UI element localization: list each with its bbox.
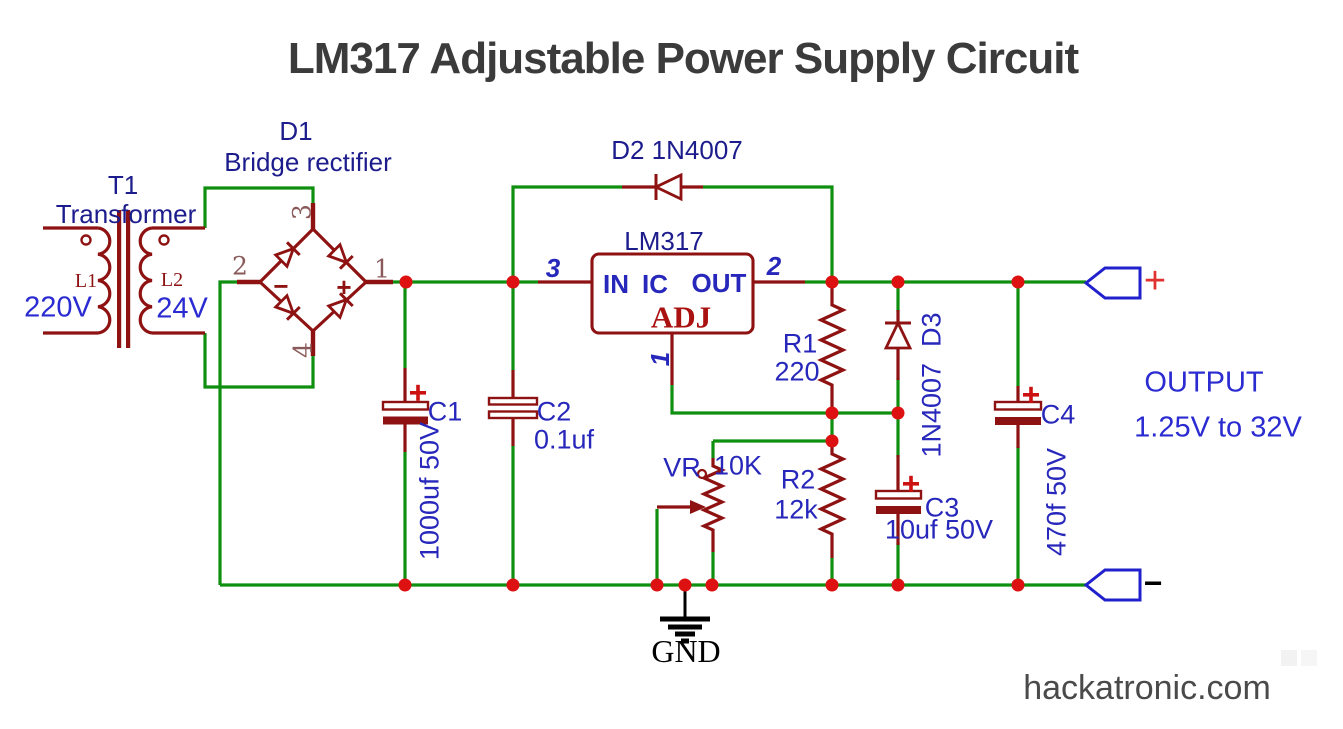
bridge-name: Bridge rectifier [224,147,392,177]
secondary-winding-label: L2 [160,269,184,291]
core-bar-left [117,210,122,348]
r2-ref: R2 [780,464,816,495]
lm317-body [590,252,755,335]
c1-ref: C1 [427,396,463,427]
wire-d2-right [703,185,834,282]
wires [203,185,1086,587]
bridge-rectifier-symbol [237,203,393,356]
lm317-pin-out: OUT [691,268,747,298]
c2-ref: C2 [536,396,572,427]
c2-plate-top [487,396,539,406]
bridge-diode-lower-right [326,292,354,320]
wire-minus-drop [218,280,237,585]
vr-value: 10K [713,450,763,481]
bridge-plus-sign: + [336,272,352,302]
wire-d2-left [511,185,622,282]
c3-plus-sign [903,475,919,492]
d2-label: D2 1N4007 [611,135,743,165]
vr-ring [696,468,708,480]
bridge-ref: D1 [279,116,313,146]
d3-label: 1N4007 D3 [916,312,947,458]
primary-winding [97,226,112,335]
output-terminal-negative [1083,568,1142,602]
vr-ref: VR [663,452,701,483]
junction-dots [398,275,1025,592]
secondary-voltage: 24V [156,292,208,325]
lm317-pin-adj: ADJ [650,299,712,335]
page-title: LM317 Adjustable Power Supply Circuit [287,34,1079,83]
transformer-ref: T1 [107,170,139,200]
diode-d2-symbol [622,172,703,202]
capacitor-c1-symbol [381,368,430,452]
bridge-pin-4: 4 [288,342,318,358]
primary-voltage: 220V [24,291,92,324]
lm317-pin-number-out: 2 [766,251,782,281]
c3-plate-neg [876,506,921,514]
watermark: hackatronic.com [1023,669,1271,707]
bridge-diode-lower-left [273,293,301,321]
bridge-pin-2: 2 [232,251,248,281]
resistor-r1-symbol [817,282,847,413]
c1-value: 1000uf 50V [414,421,445,561]
diode-d3-symbol [883,310,913,380]
bridge-pin-1: 1 [374,254,390,284]
c4-value: 470f 50V [1041,447,1072,557]
lm317-pin-number-in: 3 [545,253,561,283]
c3-value: 10uf 50V [884,514,994,545]
r1-ref: R1 [782,328,818,359]
lm317-pin-in: IN [603,269,629,299]
r2-value: 12k [774,494,818,525]
wire-ac-top [203,186,315,228]
secondary-polarity-dot [158,234,170,246]
primary-winding-label: L1 [74,270,98,292]
c2-value: 0.1uf [533,424,595,455]
r1-value: 220 [774,356,820,387]
vr-element [700,458,726,552]
transformer-symbol [43,210,205,348]
lm317-pin-ic: IC [642,269,668,299]
c4-ref: C4 [1040,399,1076,430]
d3-ref: D3 [916,312,947,347]
gnd-label: GND [651,633,721,669]
vr-wiper-arrow [690,500,706,514]
transformer-name: Transformer [55,199,197,229]
lm317-name: LM317 [624,226,704,256]
bridge-diode-upper-left [273,241,301,269]
capacitor-c3-symbol [874,455,923,545]
output-label: OUTPUT [1144,366,1264,399]
c3-ref: C3 [924,492,960,523]
d3-value: 1N4007 [916,362,947,458]
output-minus-sign: − [1143,565,1163,601]
watermark-block-1 [1281,650,1297,666]
output-terminal-positive [1083,266,1142,300]
d2-triangle [652,172,683,202]
bridge-diode-upper-right [326,242,354,270]
capacitor-c2-symbol [487,370,539,446]
bridge-minus-sign: − [273,271,289,301]
c4-plate-neg [995,417,1041,425]
output-plus-sign: + [1143,260,1167,302]
potentiometer-vr-symbol [657,458,726,552]
output-range: 1.25V to 32V [1134,411,1302,444]
lm317-pin-number-adj: 1 [645,351,675,367]
c4-plus-sign [1023,386,1039,403]
wire-ac-bottom [203,333,315,389]
lm317-symbol [538,252,805,385]
bridge-pin-3: 3 [287,204,317,220]
watermark-block-2 [1301,650,1317,666]
primary-polarity-dot [80,234,92,246]
core-bar-right [126,210,131,348]
c2-plate-bottom [487,410,539,420]
c1-plus-sign [410,384,426,401]
c4-plate-pos [993,400,1043,411]
d3-triangle [883,319,913,350]
c1-plate-neg [383,416,428,425]
c1-plate-pos [381,400,430,411]
resistor-r2-symbol [817,441,847,558]
c3-plate-pos [874,489,923,500]
secondary-winding [138,226,153,335]
wire-adj [670,385,898,415]
capacitor-c4-symbol [993,386,1043,448]
